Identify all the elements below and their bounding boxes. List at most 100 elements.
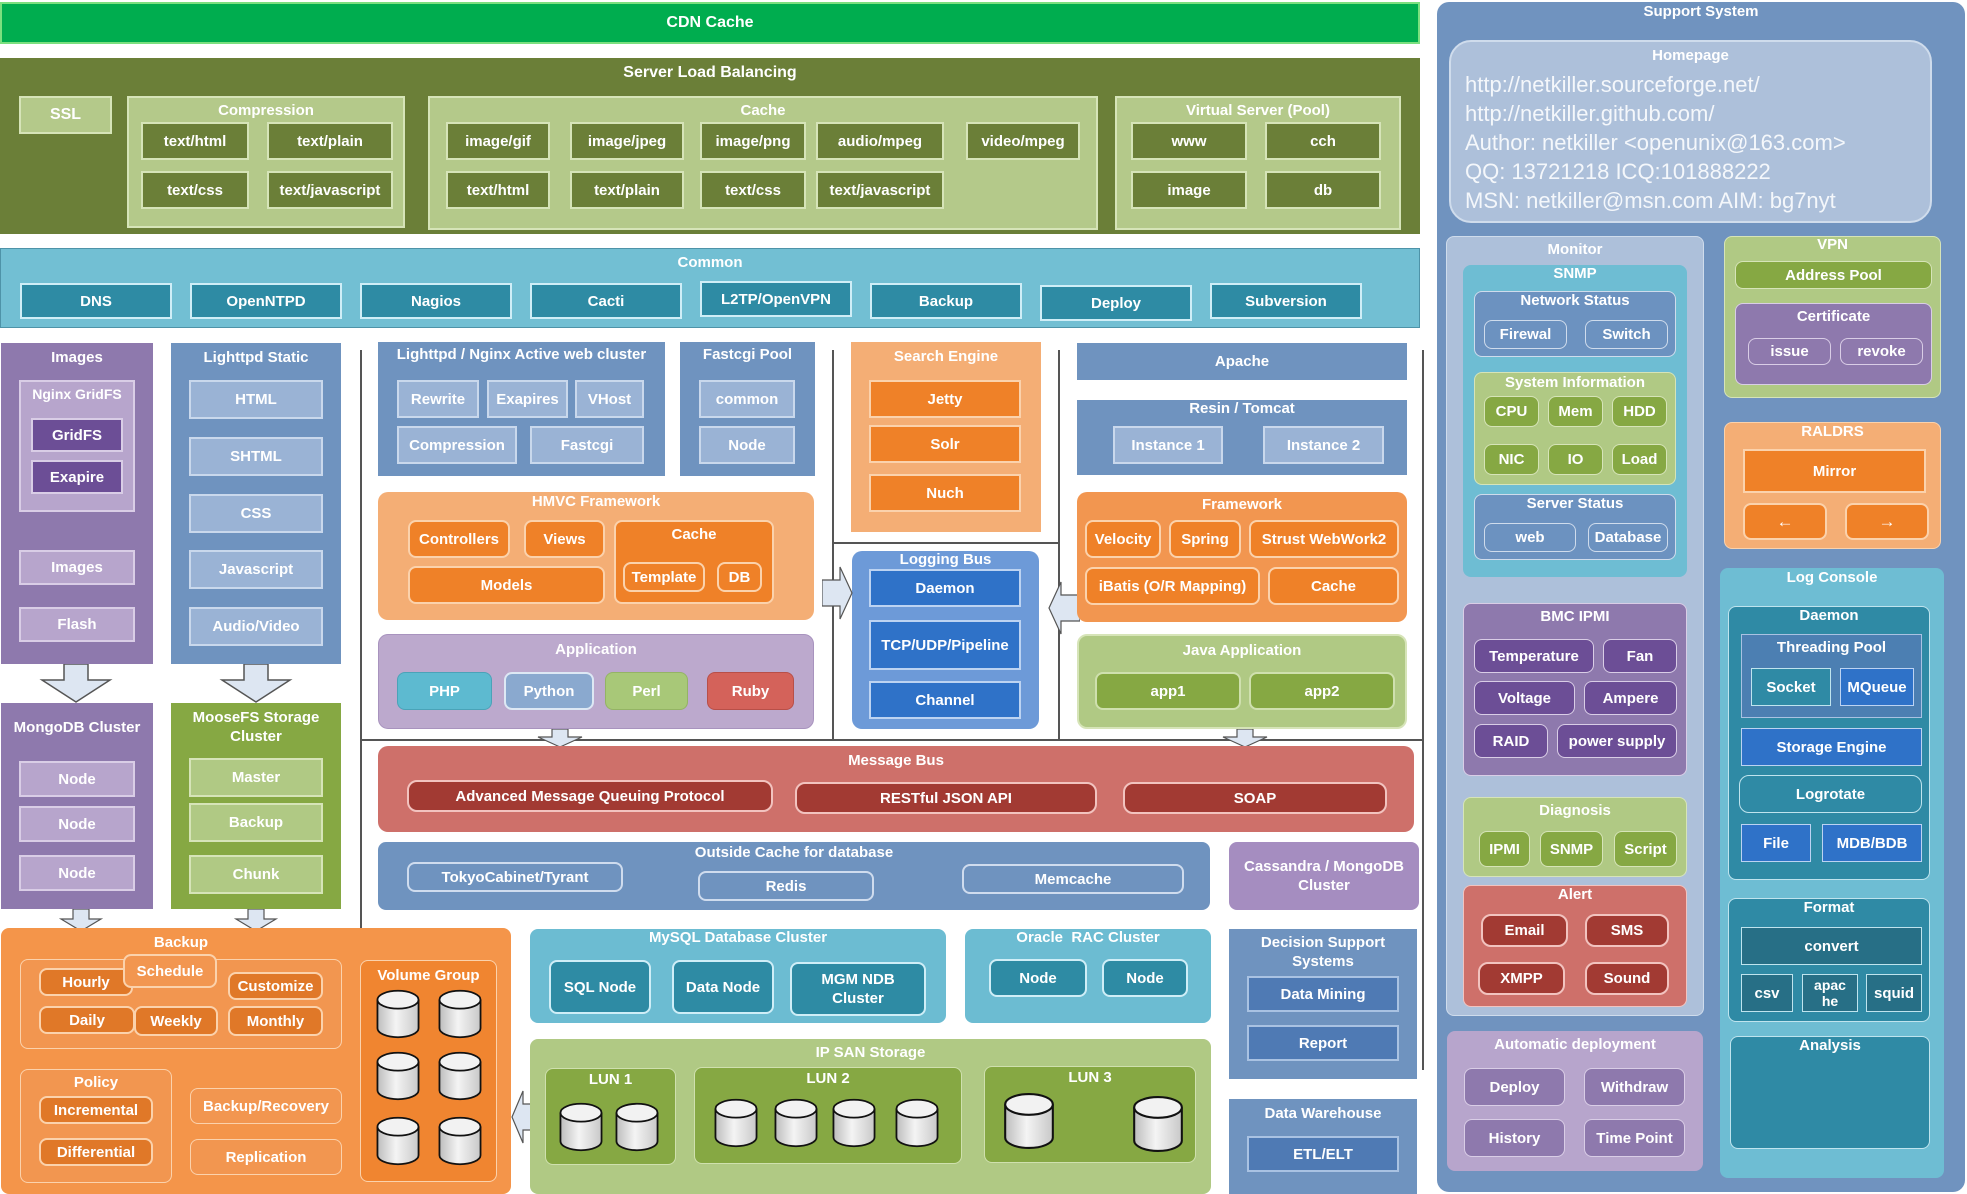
mongodb-node[interactable]: Node (19, 806, 135, 842)
system-info-item[interactable]: HDD (1612, 396, 1667, 427)
mysql-item[interactable]: SQL Node (549, 960, 651, 1014)
network-status-item[interactable]: Firewal (1484, 320, 1567, 349)
logging-item[interactable]: Daemon (869, 569, 1021, 607)
moosefs-item[interactable]: Backup (189, 803, 323, 842)
compression-item[interactable]: text/plain (267, 122, 393, 160)
auto-deploy-item[interactable]: History (1464, 1119, 1565, 1157)
address-pool-box[interactable]: Address Pool (1735, 261, 1932, 289)
server-status-item[interactable]: Database (1588, 523, 1668, 552)
bmc-item[interactable]: RAID (1474, 724, 1548, 758)
cache-item[interactable]: image/png (700, 122, 806, 160)
moosefs-item[interactable]: Master (189, 758, 323, 797)
vs-item[interactable]: image (1131, 171, 1247, 209)
common-item[interactable]: Backup (870, 283, 1022, 319)
mysql-item[interactable]: MGM NDB Cluster (790, 962, 926, 1016)
message-bus-item[interactable]: RESTful JSON API (795, 782, 1097, 814)
policy-item[interactable]: Differential (39, 1138, 153, 1166)
mongodb-node[interactable]: Node (19, 761, 135, 797)
app-ruby[interactable]: Ruby (707, 672, 794, 710)
logging-item[interactable]: TCP/UDP/Pipeline (869, 620, 1021, 670)
cache-item[interactable]: image/gif (446, 122, 550, 160)
schedule-title[interactable]: Schedule (123, 954, 217, 988)
web-cluster-item[interactable]: Compression (397, 426, 517, 464)
system-info-item[interactable]: CPU (1484, 396, 1539, 427)
static-item[interactable]: Audio/Video (189, 607, 323, 646)
web-cluster-item[interactable]: Fastcgi (530, 426, 644, 464)
app-python[interactable]: Python (504, 672, 594, 710)
static-item[interactable]: CSS (189, 494, 323, 533)
system-info-item[interactable]: NIC (1484, 444, 1539, 475)
web-cluster-item[interactable]: Exapires (487, 380, 568, 418)
diagnosis-item[interactable]: IPMI (1479, 831, 1530, 867)
images-item[interactable]: Flash (19, 607, 135, 642)
storage-engine-box[interactable]: Storage Engine (1741, 728, 1922, 766)
system-info-item[interactable]: Load (1612, 444, 1667, 475)
outside-cache-item[interactable]: TokyoCabinet/Tyrant (407, 862, 623, 892)
message-bus-item[interactable]: Advanced Message Queuing Protocol (407, 780, 773, 812)
schedule-item[interactable]: Hourly (39, 968, 133, 996)
common-item[interactable]: Subversion (1210, 283, 1362, 319)
diagnosis-item[interactable]: SNMP (1540, 831, 1603, 867)
cache-item[interactable]: text/css (700, 171, 806, 209)
arrow-right-button[interactable]: → (1845, 503, 1929, 540)
framework-item[interactable]: iBatis (O/R Mapping) (1085, 567, 1260, 605)
logrotate-box[interactable]: Logrotate (1739, 775, 1922, 813)
convert-box[interactable]: convert (1741, 927, 1922, 965)
format-item[interactable]: csv (1741, 974, 1793, 1012)
network-status-item[interactable]: Switch (1585, 320, 1668, 349)
common-item[interactable]: OpenNTPD (190, 283, 342, 319)
app-perl[interactable]: Perl (605, 672, 688, 710)
alert-item[interactable]: Email (1481, 914, 1568, 947)
outside-cache-item[interactable]: Memcache (962, 864, 1184, 894)
format-item[interactable]: apache (1802, 974, 1858, 1012)
auto-deploy-item[interactable]: Time Point (1584, 1119, 1685, 1157)
framework-item[interactable]: Spring (1169, 520, 1241, 558)
alert-item[interactable]: SMS (1585, 914, 1669, 947)
logging-item[interactable]: Channel (869, 681, 1021, 719)
framework-item[interactable]: Strust WebWork2 (1249, 520, 1399, 558)
replication-button[interactable]: Replication (190, 1139, 342, 1175)
bmc-item[interactable]: Temperature (1474, 639, 1594, 673)
static-item[interactable]: HTML (189, 380, 323, 419)
cache-item[interactable]: video/mpeg (966, 122, 1080, 160)
java-app-item[interactable]: app2 (1249, 672, 1395, 710)
arrow-left-button[interactable]: ← (1743, 503, 1827, 540)
oracle-node[interactable]: Node (1102, 959, 1188, 997)
apache-box[interactable]: Apache (1077, 343, 1407, 380)
compression-item[interactable]: text/html (141, 122, 249, 160)
controllers-box[interactable]: Controllers (408, 520, 510, 558)
format-item[interactable]: squid (1866, 974, 1922, 1012)
vs-item[interactable]: cch (1265, 122, 1381, 160)
web-cluster-item[interactable]: Rewrite (397, 380, 479, 418)
policy-item[interactable]: Incremental (39, 1096, 153, 1124)
message-bus-item[interactable]: SOAP (1123, 782, 1387, 814)
certificate-issue-button[interactable]: issue (1748, 338, 1831, 365)
compression-item[interactable]: text/javascript (267, 171, 393, 209)
schedule-item[interactable]: Daily (39, 1006, 135, 1034)
alert-item[interactable]: Sound (1585, 962, 1669, 995)
cache-item[interactable]: text/plain (570, 171, 684, 209)
static-item[interactable]: SHTML (189, 437, 323, 476)
outside-cache-item[interactable]: Redis (698, 871, 874, 901)
common-item[interactable]: Nagios (360, 283, 512, 319)
vs-item[interactable]: www (1131, 122, 1247, 160)
search-item[interactable]: Solr (869, 425, 1021, 463)
bmc-item[interactable]: Voltage (1474, 681, 1575, 715)
system-info-item[interactable]: IO (1548, 444, 1603, 475)
cache-item[interactable]: text/html (446, 171, 550, 209)
backup-recovery-button[interactable]: Backup/Recovery (190, 1088, 342, 1124)
schedule-item[interactable]: Weekly (134, 1006, 218, 1036)
homepage-link[interactable]: http://netkiller.github.com/ (1465, 101, 1715, 126)
common-item[interactable]: Cacti (530, 283, 682, 319)
dw-item[interactable]: ETL/ELT (1247, 1136, 1399, 1172)
alert-item[interactable]: XMPP (1478, 962, 1565, 995)
threading-pool-item[interactable]: Socket (1751, 668, 1831, 706)
common-item[interactable]: DNS (20, 283, 172, 319)
resin-instance[interactable]: Instance 1 (1113, 426, 1223, 464)
hmvc-cache-item[interactable]: DB (717, 562, 762, 592)
hmvc-cache-item[interactable]: Template (623, 562, 705, 592)
bmc-item[interactable]: power supply (1557, 724, 1677, 758)
search-item[interactable]: Nuch (869, 474, 1021, 512)
bmc-item[interactable]: Fan (1603, 639, 1677, 673)
framework-item[interactable]: Velocity (1085, 520, 1161, 558)
